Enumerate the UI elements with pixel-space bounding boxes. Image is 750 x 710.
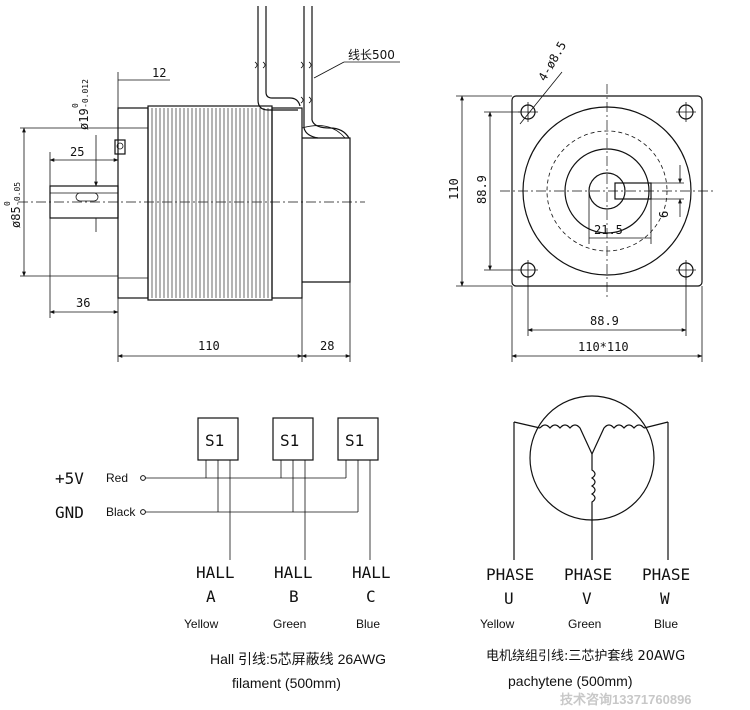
dim-height-88.9: 88.9 xyxy=(475,175,489,204)
hall-a-color: Yellow xyxy=(184,617,219,631)
pilot-screw xyxy=(116,142,124,150)
rear-flange xyxy=(271,107,303,299)
dim-height-110: 110 xyxy=(447,178,461,200)
phase-note-line1: 电机绕组引线:三芯护套线 20AWG xyxy=(486,648,685,664)
hall-b-top: HALL xyxy=(274,563,313,582)
phase-u-color: Yellow xyxy=(480,617,515,631)
hall-a-letter: A xyxy=(206,587,216,606)
pilot-boss xyxy=(114,139,126,155)
hall-c-letter: C xyxy=(366,587,376,606)
phase-note-line2: pachytene (500mm) xyxy=(508,673,633,689)
dim-36: 36 xyxy=(76,296,90,310)
dim-width-88.9: 88.9 xyxy=(590,314,619,328)
phase-w-color: Blue xyxy=(654,617,678,631)
motor-body xyxy=(147,105,273,301)
phase-w-letter: W xyxy=(660,589,670,608)
cooling-fins xyxy=(151,108,269,298)
hall-c-top: HALL xyxy=(352,563,391,582)
lead-wires xyxy=(254,6,350,139)
vplus-label: +5V xyxy=(55,469,84,488)
pilot-circle xyxy=(564,148,650,234)
hall-sensor-a-label: S1 xyxy=(205,431,224,450)
front-view: 4-ø8.5 110 88.9 21.5 6 88.9 xyxy=(447,39,715,362)
hall-b-color: Green xyxy=(273,617,306,631)
phase-u-top: PHASE xyxy=(486,565,534,584)
rear-cap xyxy=(302,137,351,283)
dim-size: 110*110 xyxy=(578,340,629,354)
dim-key-6: 6 xyxy=(657,211,671,218)
hall-note-line2: filament (500mm) xyxy=(232,675,341,691)
flange-circle xyxy=(522,106,692,276)
dim-key-21.5: 21.5 xyxy=(594,223,623,237)
keyway xyxy=(75,192,99,202)
gnd-label: GND xyxy=(55,503,84,522)
phase-w-top: PHASE xyxy=(642,565,690,584)
dim-12: 12 xyxy=(152,66,166,80)
coil-u xyxy=(539,424,593,455)
hall-sensor-c-label: S1 xyxy=(345,431,364,450)
hall-sensor-b-label: S1 xyxy=(280,431,299,450)
dim-flange-tol-upper: 0 xyxy=(3,201,12,206)
dim-shaft-tol-lower: -0.012 xyxy=(81,79,90,108)
hall-a-top: HALL xyxy=(196,563,235,582)
dim-shaft-tol-upper: 0 xyxy=(71,103,80,108)
phase-winding: PHASE U Yellow PHASE V Green PHASE W Blu… xyxy=(480,395,692,707)
coil-v xyxy=(590,454,596,518)
phase-v-top: PHASE xyxy=(564,565,612,584)
front-flange xyxy=(117,107,149,299)
side-view: 线长500 12 ø19 0 -0.012 25 ø85 0 -0.05 xyxy=(3,6,400,362)
hall-wiring: S1 S1 S1 +5V GND Red Black HALL A Yellow… xyxy=(55,417,391,691)
phase-u-letter: U xyxy=(504,589,514,608)
dim-flange-diameter: ø85 xyxy=(9,206,23,228)
dim-110: 110 xyxy=(198,339,220,353)
phase-v-letter: V xyxy=(582,589,592,608)
dim-25: 25 xyxy=(70,145,84,159)
phase-v-color: Green xyxy=(568,617,601,631)
coil-w xyxy=(591,424,645,455)
dim-flange-tol-lower: -0.05 xyxy=(13,182,22,206)
watermark: 技术咨询13371760896 xyxy=(560,692,692,707)
red-label: Red xyxy=(106,471,128,485)
hall-note-line1: Hall 引线:5芯屏蔽线 26AWG xyxy=(210,651,386,667)
black-label: Black xyxy=(106,505,136,519)
dim-28: 28 xyxy=(320,339,334,353)
dim-shaft-diameter: ø19 xyxy=(77,108,91,130)
lead-length-label: 线长500 xyxy=(348,48,395,62)
dim-holes: 4-ø8.5 xyxy=(535,39,569,84)
front-key xyxy=(614,182,652,200)
hall-c-color: Blue xyxy=(356,617,380,631)
hall-b-letter: B xyxy=(289,587,299,606)
